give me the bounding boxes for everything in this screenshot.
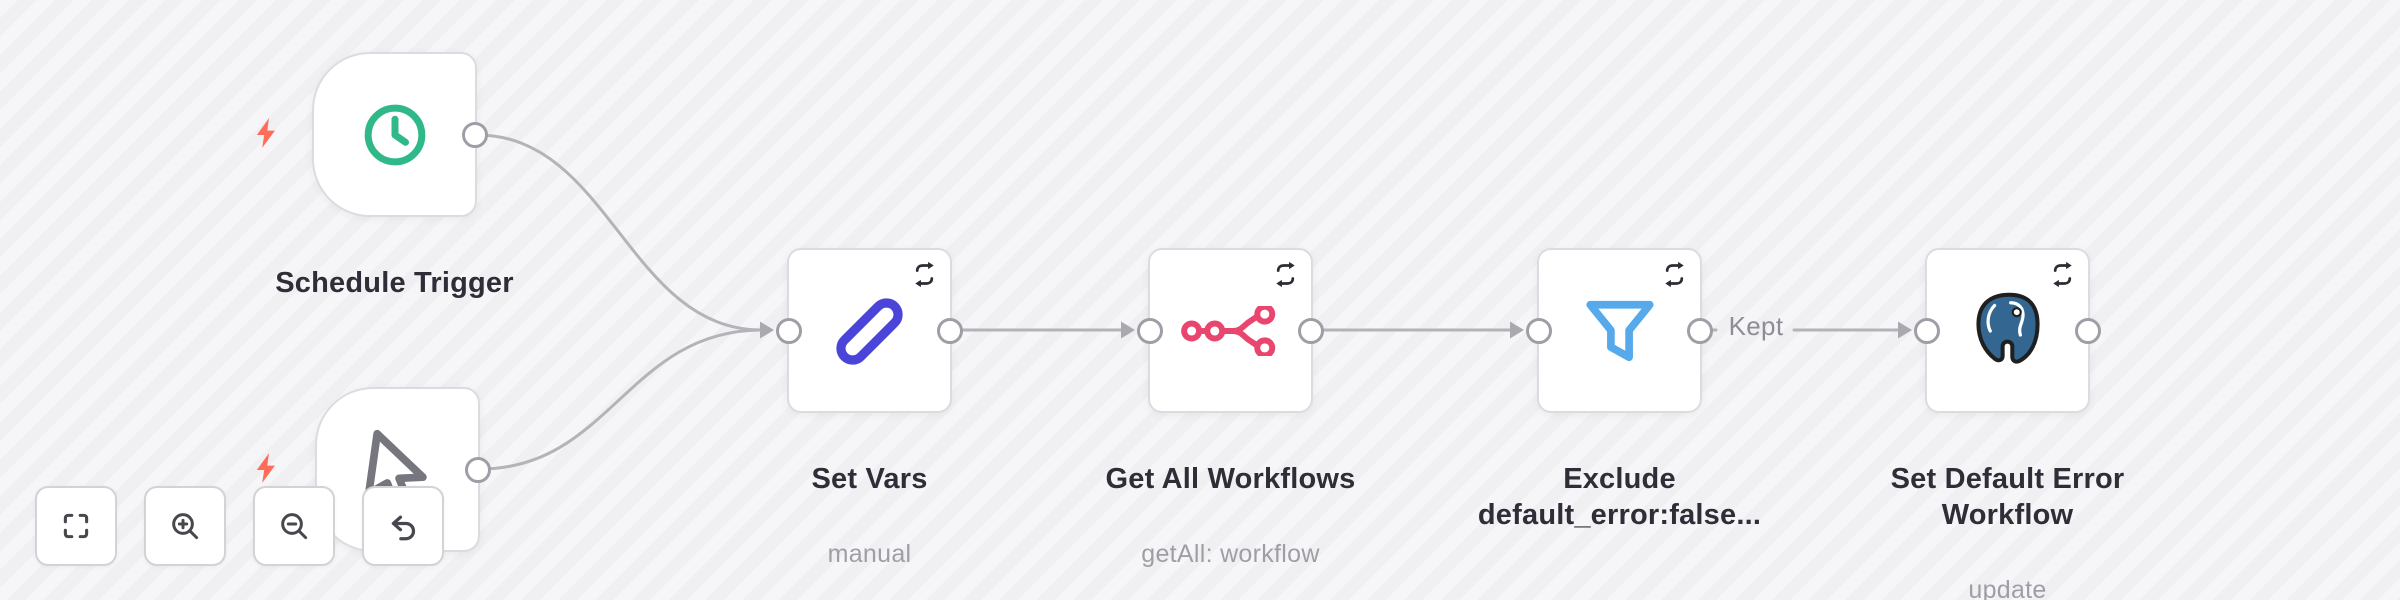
node-set-default-error-workflow[interactable]: Set Default Error Workflow update	[1891, 248, 2124, 600]
edge-manual-trigger-to-set-vars[interactable]	[478, 328, 764, 471]
retry-indicator-icon	[1276, 261, 1295, 288]
trigger-bolt-icon	[256, 453, 275, 483]
node-subtitle: getAll: workflow	[1141, 540, 1320, 569]
undo-button[interactable]	[362, 486, 444, 566]
input-port[interactable]	[1137, 317, 1163, 344]
input-port[interactable]	[1526, 317, 1552, 344]
input-port[interactable]	[776, 317, 802, 344]
node-title: Schedule Trigger	[275, 267, 514, 300]
pen-icon	[789, 250, 950, 411]
edge-arrowhead	[1121, 321, 1135, 339]
node-set-vars[interactable]: Set Vars manual	[776, 248, 963, 568]
postgres-icon	[1927, 250, 2088, 411]
retry-indicator-icon	[2053, 261, 2072, 288]
zoom-in-button[interactable]	[144, 486, 226, 566]
node-title: Exclude default_error:false...	[1477, 463, 1762, 531]
edge-schedule-trigger-to-set-vars[interactable]	[475, 133, 764, 332]
edge-arrowhead	[760, 321, 774, 339]
output-port[interactable]	[1298, 317, 1324, 344]
node-title: Set Default Error Workflow update	[1738, 427, 2278, 600]
retry-indicator-icon	[915, 261, 934, 288]
node-subtitle: manual	[827, 540, 912, 569]
output-port[interactable]	[1687, 317, 1713, 344]
zoom-out-button[interactable]	[253, 486, 335, 566]
n8n-branch-icon	[1150, 250, 1311, 411]
zoom-in-icon	[172, 513, 199, 540]
output-port[interactable]	[937, 317, 963, 344]
retry-indicator-icon	[1665, 261, 1684, 288]
trigger-bolt-icon	[256, 118, 275, 148]
clock-icon	[314, 54, 475, 215]
input-port[interactable]	[1914, 317, 1940, 344]
output-port[interactable]	[465, 456, 491, 483]
fit-view-icon	[63, 513, 89, 539]
output-port[interactable]	[462, 121, 488, 148]
node-title: Set Vars manual	[600, 427, 1140, 600]
canvas-controls	[35, 486, 444, 566]
node-title: When clicking "Test	[128, 566, 668, 600]
node-subtitle: update	[1968, 575, 2047, 600]
undo-icon	[391, 515, 416, 541]
node-title: Get All Workflows getAll: workflow	[961, 427, 1501, 600]
zoom-to-fit-button[interactable]	[35, 486, 117, 566]
node-schedule-trigger[interactable]: Schedule Trigger	[275, 52, 514, 299]
edge-label-kept: Kept	[1728, 311, 1784, 341]
output-port[interactable]	[2075, 317, 2101, 344]
node-exclude-filter[interactable]: Exclude default_error:false...	[1478, 248, 1761, 531]
edge-arrowhead	[1898, 321, 1912, 339]
filter-icon	[1539, 250, 1700, 411]
node-get-all-workflows[interactable]: Get All Workflows getAll: workflow	[1106, 248, 1355, 568]
edge-arrowhead	[1510, 321, 1524, 339]
zoom-out-icon	[281, 513, 308, 540]
